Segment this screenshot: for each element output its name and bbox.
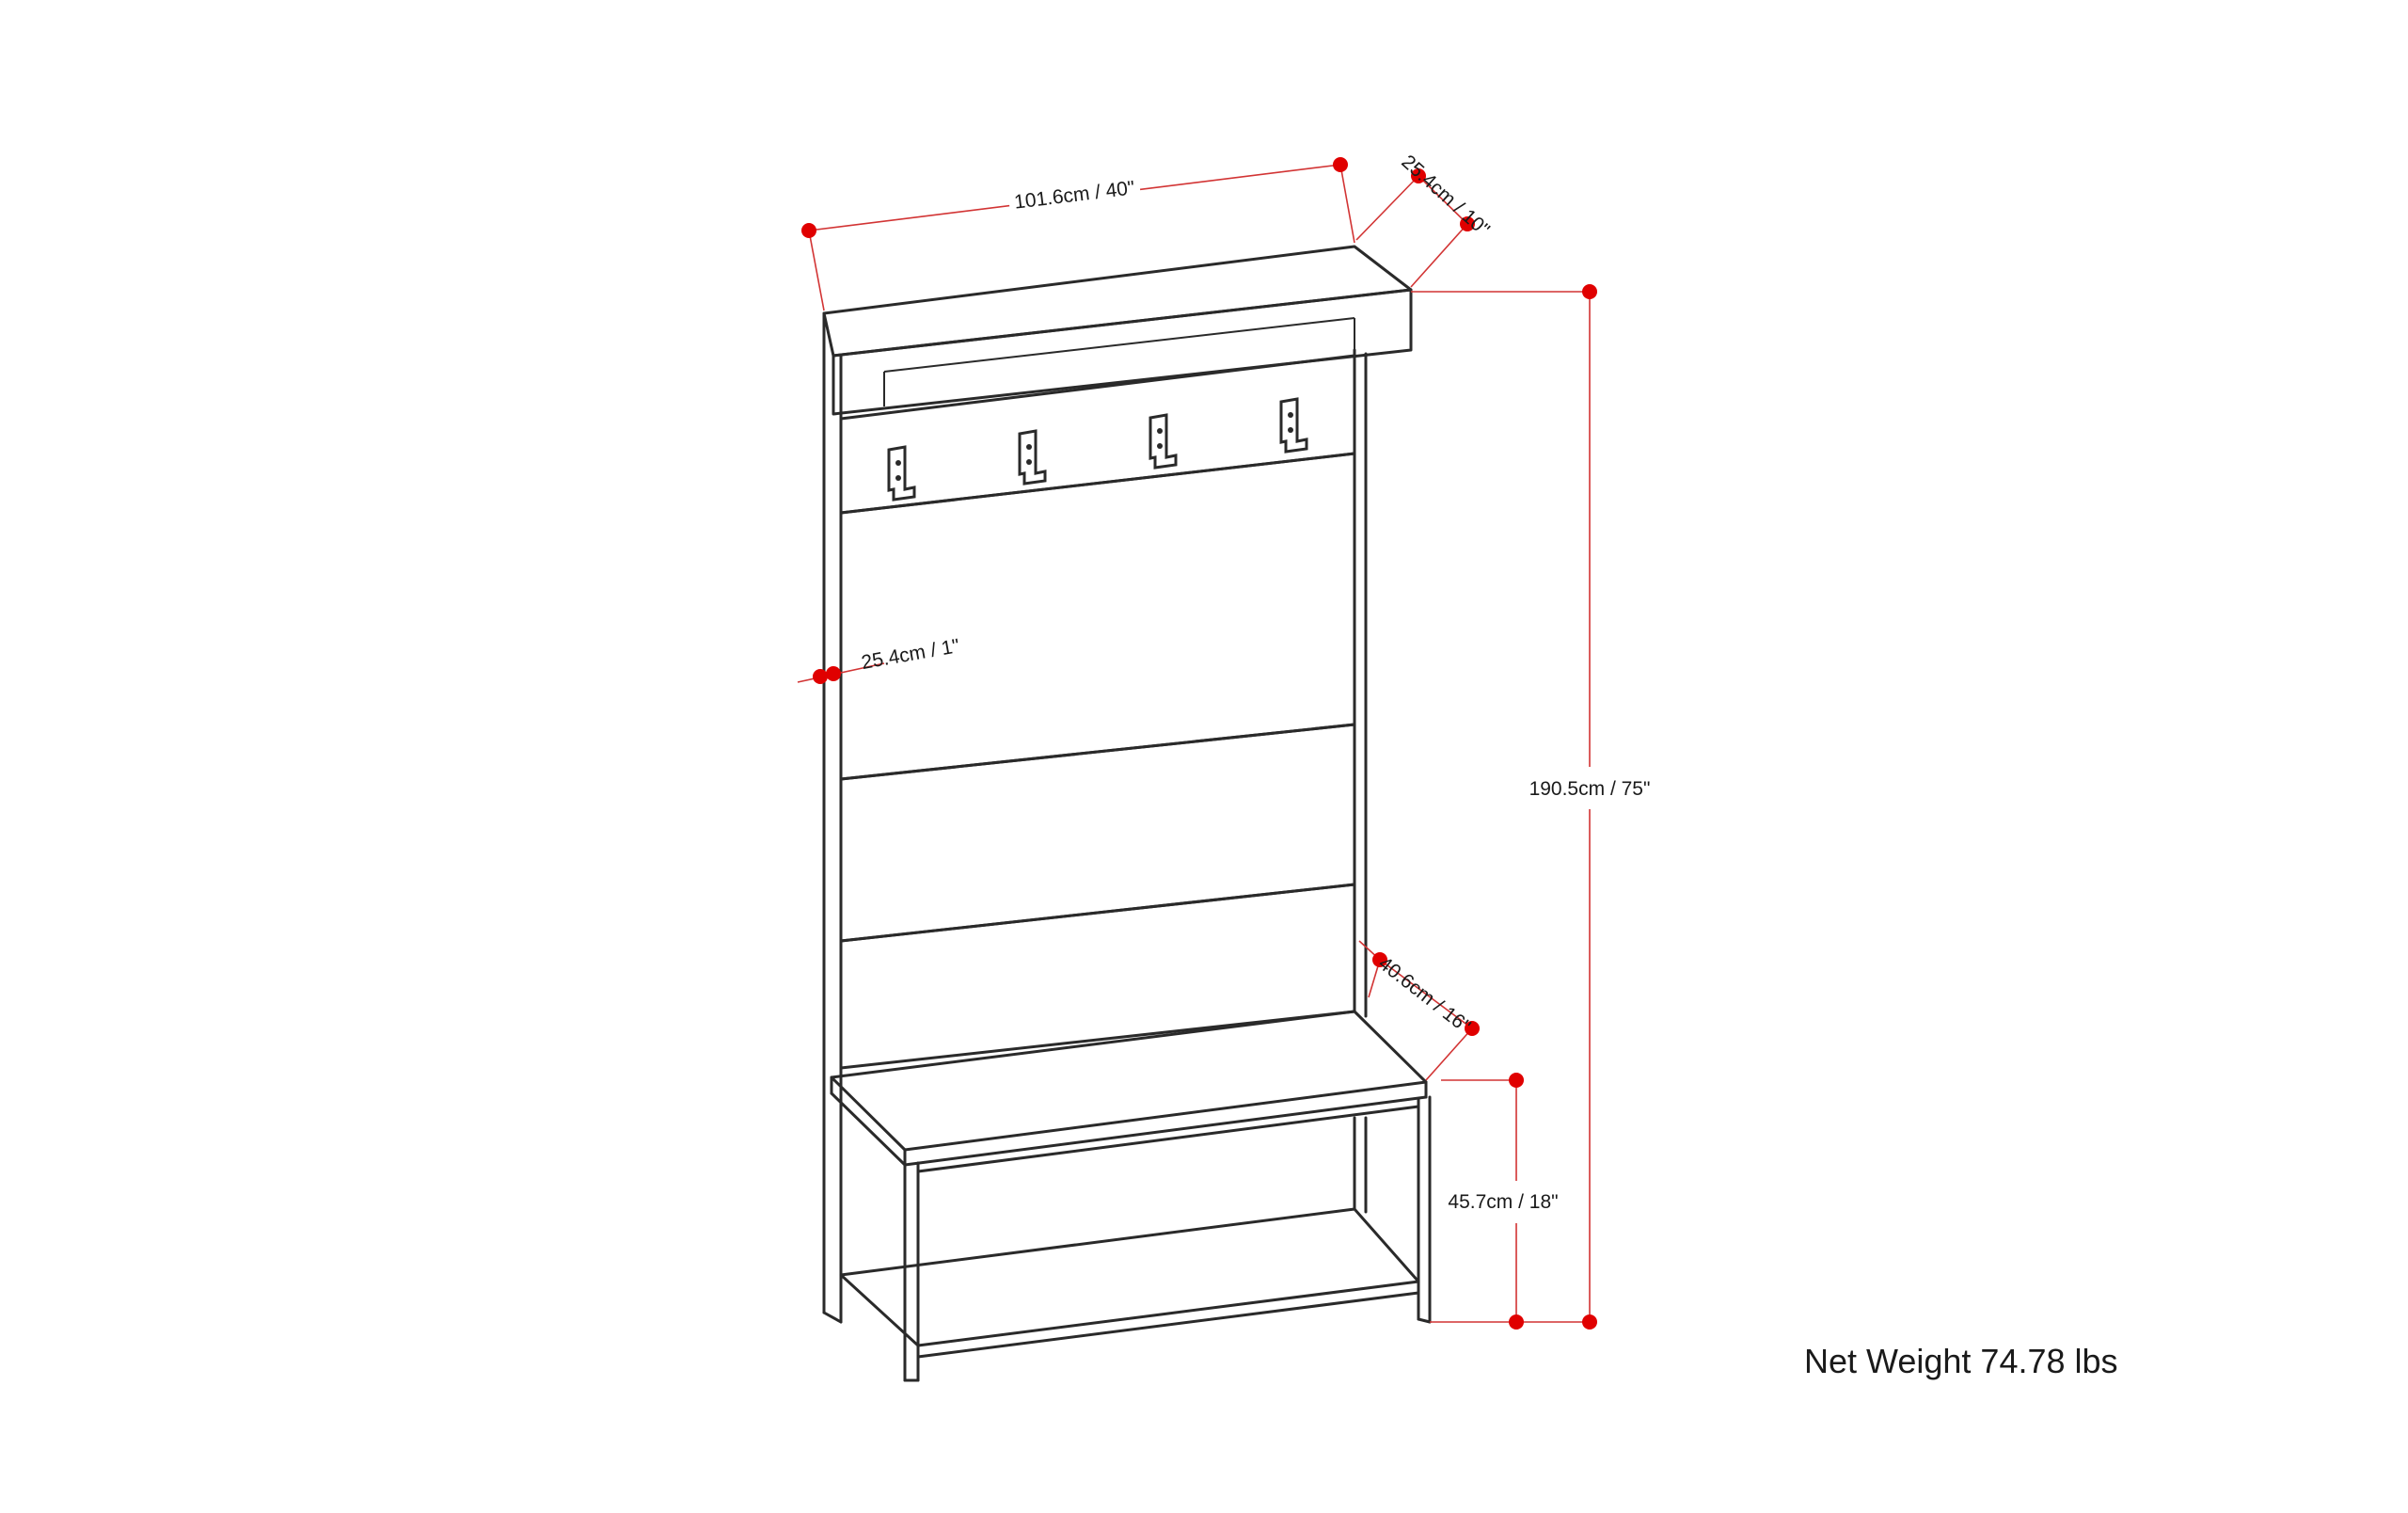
- coat-hook-4: [1279, 397, 1308, 454]
- coat-hook-2: [1018, 429, 1047, 486]
- top-shelf: [822, 245, 1413, 416]
- dimension-height: 190.5cm / 75": [1411, 284, 1650, 1330]
- bench-seat-front: [903, 1095, 1428, 1167]
- lower-shelf-front: [916, 1291, 1420, 1359]
- back-panels: [839, 354, 1356, 1070]
- hall-tree-furniture: [822, 245, 1432, 1382]
- top-shelf-inner-edge: [883, 317, 1355, 373]
- upper-back-panel: [839, 452, 1356, 781]
- panel-thickness-label: 25.4cm / 1": [860, 635, 961, 674]
- left-frame-leg: [822, 311, 843, 1324]
- bench-front-apron: [916, 1105, 1420, 1173]
- dimension-bench-height: 45.7cm / 18": [1441, 1073, 1559, 1330]
- coat-hook-1: [887, 445, 916, 502]
- bench: [830, 1010, 1432, 1382]
- bench-seat-top: [830, 1010, 1428, 1152]
- bench-height-label: 45.7cm / 18": [1448, 1191, 1558, 1213]
- bench-front-right-foot: [1417, 1317, 1432, 1324]
- dimension-annotations: 101.6cm / 40" 25.4cm / 10" 25.4cm / 1": [797, 151, 1650, 1330]
- dimension-width: 101.6cm / 40": [801, 157, 1355, 311]
- dimension-panel-thickness: 25.4cm / 1": [797, 635, 961, 684]
- coat-hooks: [887, 397, 1308, 502]
- height-label: 190.5cm / 75": [1529, 778, 1651, 800]
- middle-back-panel: [839, 723, 1356, 943]
- lower-shelf-top: [839, 1207, 1420, 1347]
- coat-hook-3: [1149, 413, 1178, 470]
- top-depth-label: 25.4cm / 10": [1397, 151, 1493, 241]
- left-leg-foot: [822, 1311, 843, 1324]
- right-frame-leg: [1353, 348, 1368, 1018]
- bench-depth-label: 40.6cm / 16": [1374, 952, 1475, 1037]
- hook-rail-panel: [839, 354, 1356, 515]
- dimension-top-depth: 25.4cm / 10": [1355, 151, 1494, 288]
- net-weight-label: Net Weight 74.78 lbs: [1804, 1342, 2118, 1380]
- top-shelf-front: [832, 288, 1413, 416]
- bench-seat-side: [830, 1091, 907, 1167]
- dimension-bench-depth: 40.6cm / 16": [1358, 940, 1480, 1081]
- lower-back-panel: [839, 883, 1356, 1070]
